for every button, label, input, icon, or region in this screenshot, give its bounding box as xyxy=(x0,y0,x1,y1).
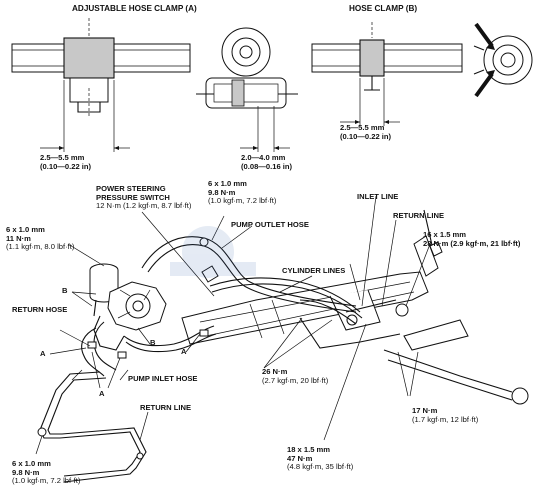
torque-pump-kgf: (1.1 kgf·m, 8.0 lbf·ft) xyxy=(6,242,75,252)
torque-top-nm: 9.8 N·m xyxy=(208,187,236,197)
return-and-inlet-hoses xyxy=(81,321,217,377)
torque-bottom-label: 6 x 1.0 mm 9.8 N·m (1.0 kgf·m, 7.2 lbf·f… xyxy=(12,459,81,486)
label-a-1: A xyxy=(40,349,46,358)
torque-16-value: 28 N·m (2.9 kgf·m, 21 lbf·ft) xyxy=(423,238,521,248)
ps-switch-torque: 12 N·m (1.2 kgf·m, 8.7 lbf·ft) xyxy=(96,201,192,211)
label-a-3: A xyxy=(99,389,105,398)
return-line xyxy=(37,369,147,483)
steering-rack xyxy=(181,209,529,405)
torque-18-nm: 47 N·m xyxy=(287,453,313,463)
clamp-a-end-view xyxy=(196,27,298,152)
clamp-b-end-view xyxy=(473,22,533,98)
torque-bottom-kgf: (1.0 kgf·m, 7.2 lbf·ft) xyxy=(12,476,81,486)
pump-inlet-hose-label: PUMP INLET HOSE xyxy=(128,374,198,383)
clamp-b-dim-in: (0.10—0.22 in) xyxy=(340,131,392,141)
torque-pump-nm: 11 N·m xyxy=(6,233,31,243)
clamp-a-dim1-in: (0.10—0.22 in) xyxy=(40,161,92,171)
clamp-a-dim1-mm: 2.5—5.5 mm xyxy=(40,153,85,162)
torque-top-label: 6 x 1.0 mm 9.8 N·m (1.0 kgf·m, 7.2 lbf·f… xyxy=(208,179,277,206)
power-steering-pump xyxy=(89,263,167,351)
label-b-1: B xyxy=(62,286,68,295)
torque-bottom-size: 6 x 1.0 mm xyxy=(12,459,51,468)
ps-switch-line1: POWER STEERING xyxy=(96,184,166,193)
label-a-2: A xyxy=(181,347,187,356)
inlet-line-label: INLET LINE xyxy=(357,192,399,201)
ps-switch-label: POWER STEERING PRESSURE SWITCH 12 N·m (1… xyxy=(96,184,192,211)
cylinder-lines-label: CYLINDER LINES xyxy=(282,266,346,275)
leader-lines xyxy=(35,195,431,455)
torque-pump-label: 6 x 1.0 mm 11 N·m (1.1 kgf·m, 8.0 lbf·ft… xyxy=(6,225,75,252)
return-line-top-label: RETURN LINE xyxy=(393,211,445,220)
ps-switch-line2: PRESSURE SWITCH xyxy=(96,192,170,202)
torque-18-kgf: (4.8 kgf·m, 35 lbf·ft) xyxy=(287,462,354,472)
clamp-a-title: ADJUSTABLE HOSE CLAMP (A) xyxy=(72,4,197,13)
torque-17-nm: 17 N·m xyxy=(412,406,438,415)
torque-17-kgf: (1.7 kgf·m, 12 lbf·ft) xyxy=(412,414,479,424)
label-b-2: B xyxy=(150,338,156,347)
pump-outlet-hose xyxy=(141,236,357,313)
clamp-b-title: HOSE CLAMP (B) xyxy=(349,4,418,13)
watermark-logo xyxy=(170,226,256,278)
torque-16-size: 16 x 1.5 mm xyxy=(423,230,467,239)
torque-top-size: 6 x 1.0 mm xyxy=(208,179,247,188)
return-hose-label: RETURN HOSE xyxy=(12,305,68,314)
return-line-bottom-label: RETURN LINE xyxy=(140,403,192,412)
clamp-a-dim2-in: (0.08—0.16 in) xyxy=(241,161,293,171)
torque-26-kgf: (2.7 kgf·m, 20 lbf·ft) xyxy=(262,375,329,385)
clamp-b-dim: 2.5—5.5 mm (0.10—0.22 in) xyxy=(340,123,392,141)
clamp-b-side-view xyxy=(311,22,463,126)
pump-outlet-hose-label: PUMP OUTLET HOSE xyxy=(231,220,309,229)
torque-18-size: 18 x 1.5 mm xyxy=(287,445,331,454)
torque-26-nm: 26 N·m xyxy=(262,367,288,376)
clamp-a-dim1: 2.5—5.5 mm (0.10—0.22 in) xyxy=(40,153,92,171)
torque-17-label: 17 N·m (1.7 kgf·m, 12 lbf·ft) xyxy=(412,406,479,424)
clamp-a-dim2-mm: 2.0—4.0 mm xyxy=(241,153,286,162)
clamp-a-side-view xyxy=(11,18,191,152)
torque-18-label: 18 x 1.5 mm 47 N·m (4.8 kgf·m, 35 lbf·ft… xyxy=(287,445,354,472)
torque-pump-size: 6 x 1.0 mm xyxy=(6,225,45,234)
clamp-b-dim-mm: 2.5—5.5 mm xyxy=(340,123,385,132)
torque-top-kgf: (1.0 kgf·m, 7.2 lbf·ft) xyxy=(208,196,277,206)
torque-16-label: 16 x 1.5 mm 28 N·m (2.9 kgf·m, 21 lbf·ft… xyxy=(423,230,521,248)
clamp-a-dim2: 2.0—4.0 mm (0.08—0.16 in) xyxy=(241,153,293,171)
torque-bottom-nm: 9.8 N·m xyxy=(12,467,40,477)
torque-26-label: 26 N·m (2.7 kgf·m, 20 lbf·ft) xyxy=(262,367,329,385)
